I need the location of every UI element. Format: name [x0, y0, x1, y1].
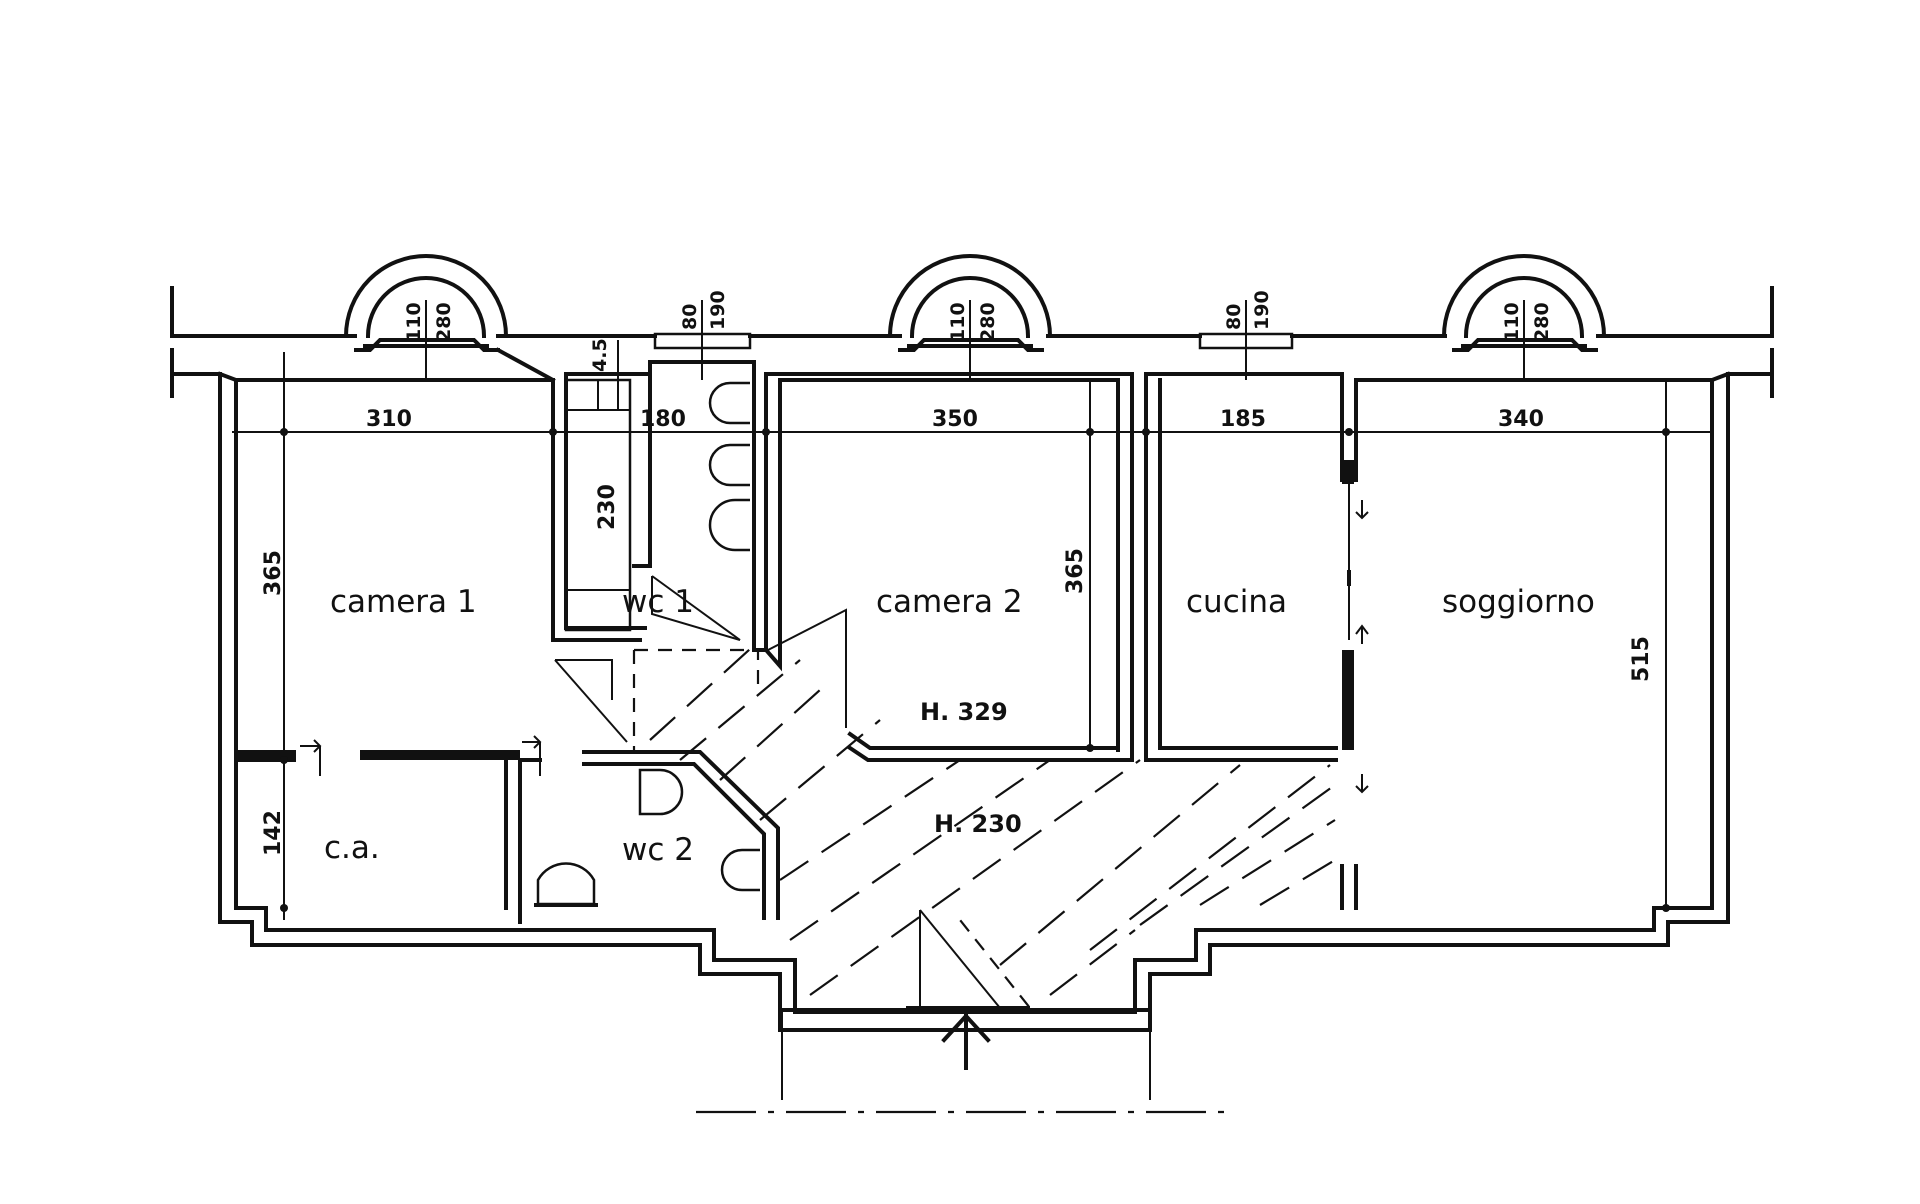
window-dim-a-1: 80 — [679, 304, 701, 330]
bay-dim-a-2: 110 — [947, 302, 969, 342]
dim-soggiorno-depth: 515 — [1629, 636, 1654, 682]
bay-dim-b-1: 280 — [433, 302, 455, 342]
outer-walls — [217, 347, 1731, 1032]
bay-window-camera2: 110 280 — [887, 254, 1053, 380]
dim-wc1-width: 180 — [640, 407, 686, 432]
height-corridor-label: H. 230 — [934, 810, 1022, 838]
door-markers — [300, 500, 1369, 794]
room-camera2-label: camera 2 — [876, 584, 1023, 620]
room-camera1-label: camera 1 — [330, 584, 477, 620]
wall-small-dim: 4.5 — [589, 338, 611, 372]
lower-left-partitions — [236, 750, 780, 924]
room-ca-label: c.a. — [324, 830, 380, 866]
bay-dim-b-2: 280 — [977, 302, 999, 342]
dim-camera2-depth: 365 — [1063, 548, 1088, 594]
bay-dim-b-3: 280 — [1531, 302, 1553, 342]
dimension-lines — [232, 352, 1712, 920]
bay-window-camera1: 110 280 — [343, 254, 509, 380]
room-wc1-label: wc 1 — [622, 584, 694, 620]
soggiorno-partition — [1340, 378, 1714, 910]
window-wc1: 80 190 — [653, 290, 752, 380]
window-dim-b-2: 190 — [1251, 290, 1273, 330]
dim-cucina-width: 185 — [1220, 407, 1266, 432]
window-dim-a-2: 80 — [1223, 304, 1245, 330]
facade-line — [170, 286, 1774, 398]
room-wc2-label: wc 2 — [622, 832, 694, 868]
dim-ca-depth: 142 — [261, 810, 286, 856]
entrance-landing — [696, 1006, 1230, 1114]
dim-camera1-depth: 365 — [261, 550, 286, 596]
window-cucina: 80 190 — [1198, 290, 1294, 380]
room-cucina-label: cucina — [1186, 584, 1287, 620]
dim-camera1-width: 310 — [366, 407, 412, 432]
wc1-fixtures — [708, 381, 750, 552]
bay-dim-a-1: 110 — [403, 302, 425, 342]
wc2-fixtures — [534, 768, 760, 907]
dim-soggiorno-width: 340 — [1498, 407, 1544, 432]
wardrobe-depth: 230 — [595, 484, 620, 530]
door-swings — [554, 575, 1033, 1010]
bay-window-soggiorno: 110 280 — [1441, 254, 1607, 380]
bay-dim-a-3: 110 — [1501, 302, 1523, 342]
room-soggiorno-label: soggiorno — [1442, 584, 1595, 620]
wc1-walls — [632, 360, 768, 652]
height-upper-label: H. 329 — [920, 698, 1008, 726]
wardrobe: 230 4.5 — [564, 338, 632, 632]
dim-camera2-width: 350 — [932, 407, 978, 432]
window-dim-b-1: 190 — [707, 290, 729, 330]
corridor-hatch — [649, 639, 1336, 996]
